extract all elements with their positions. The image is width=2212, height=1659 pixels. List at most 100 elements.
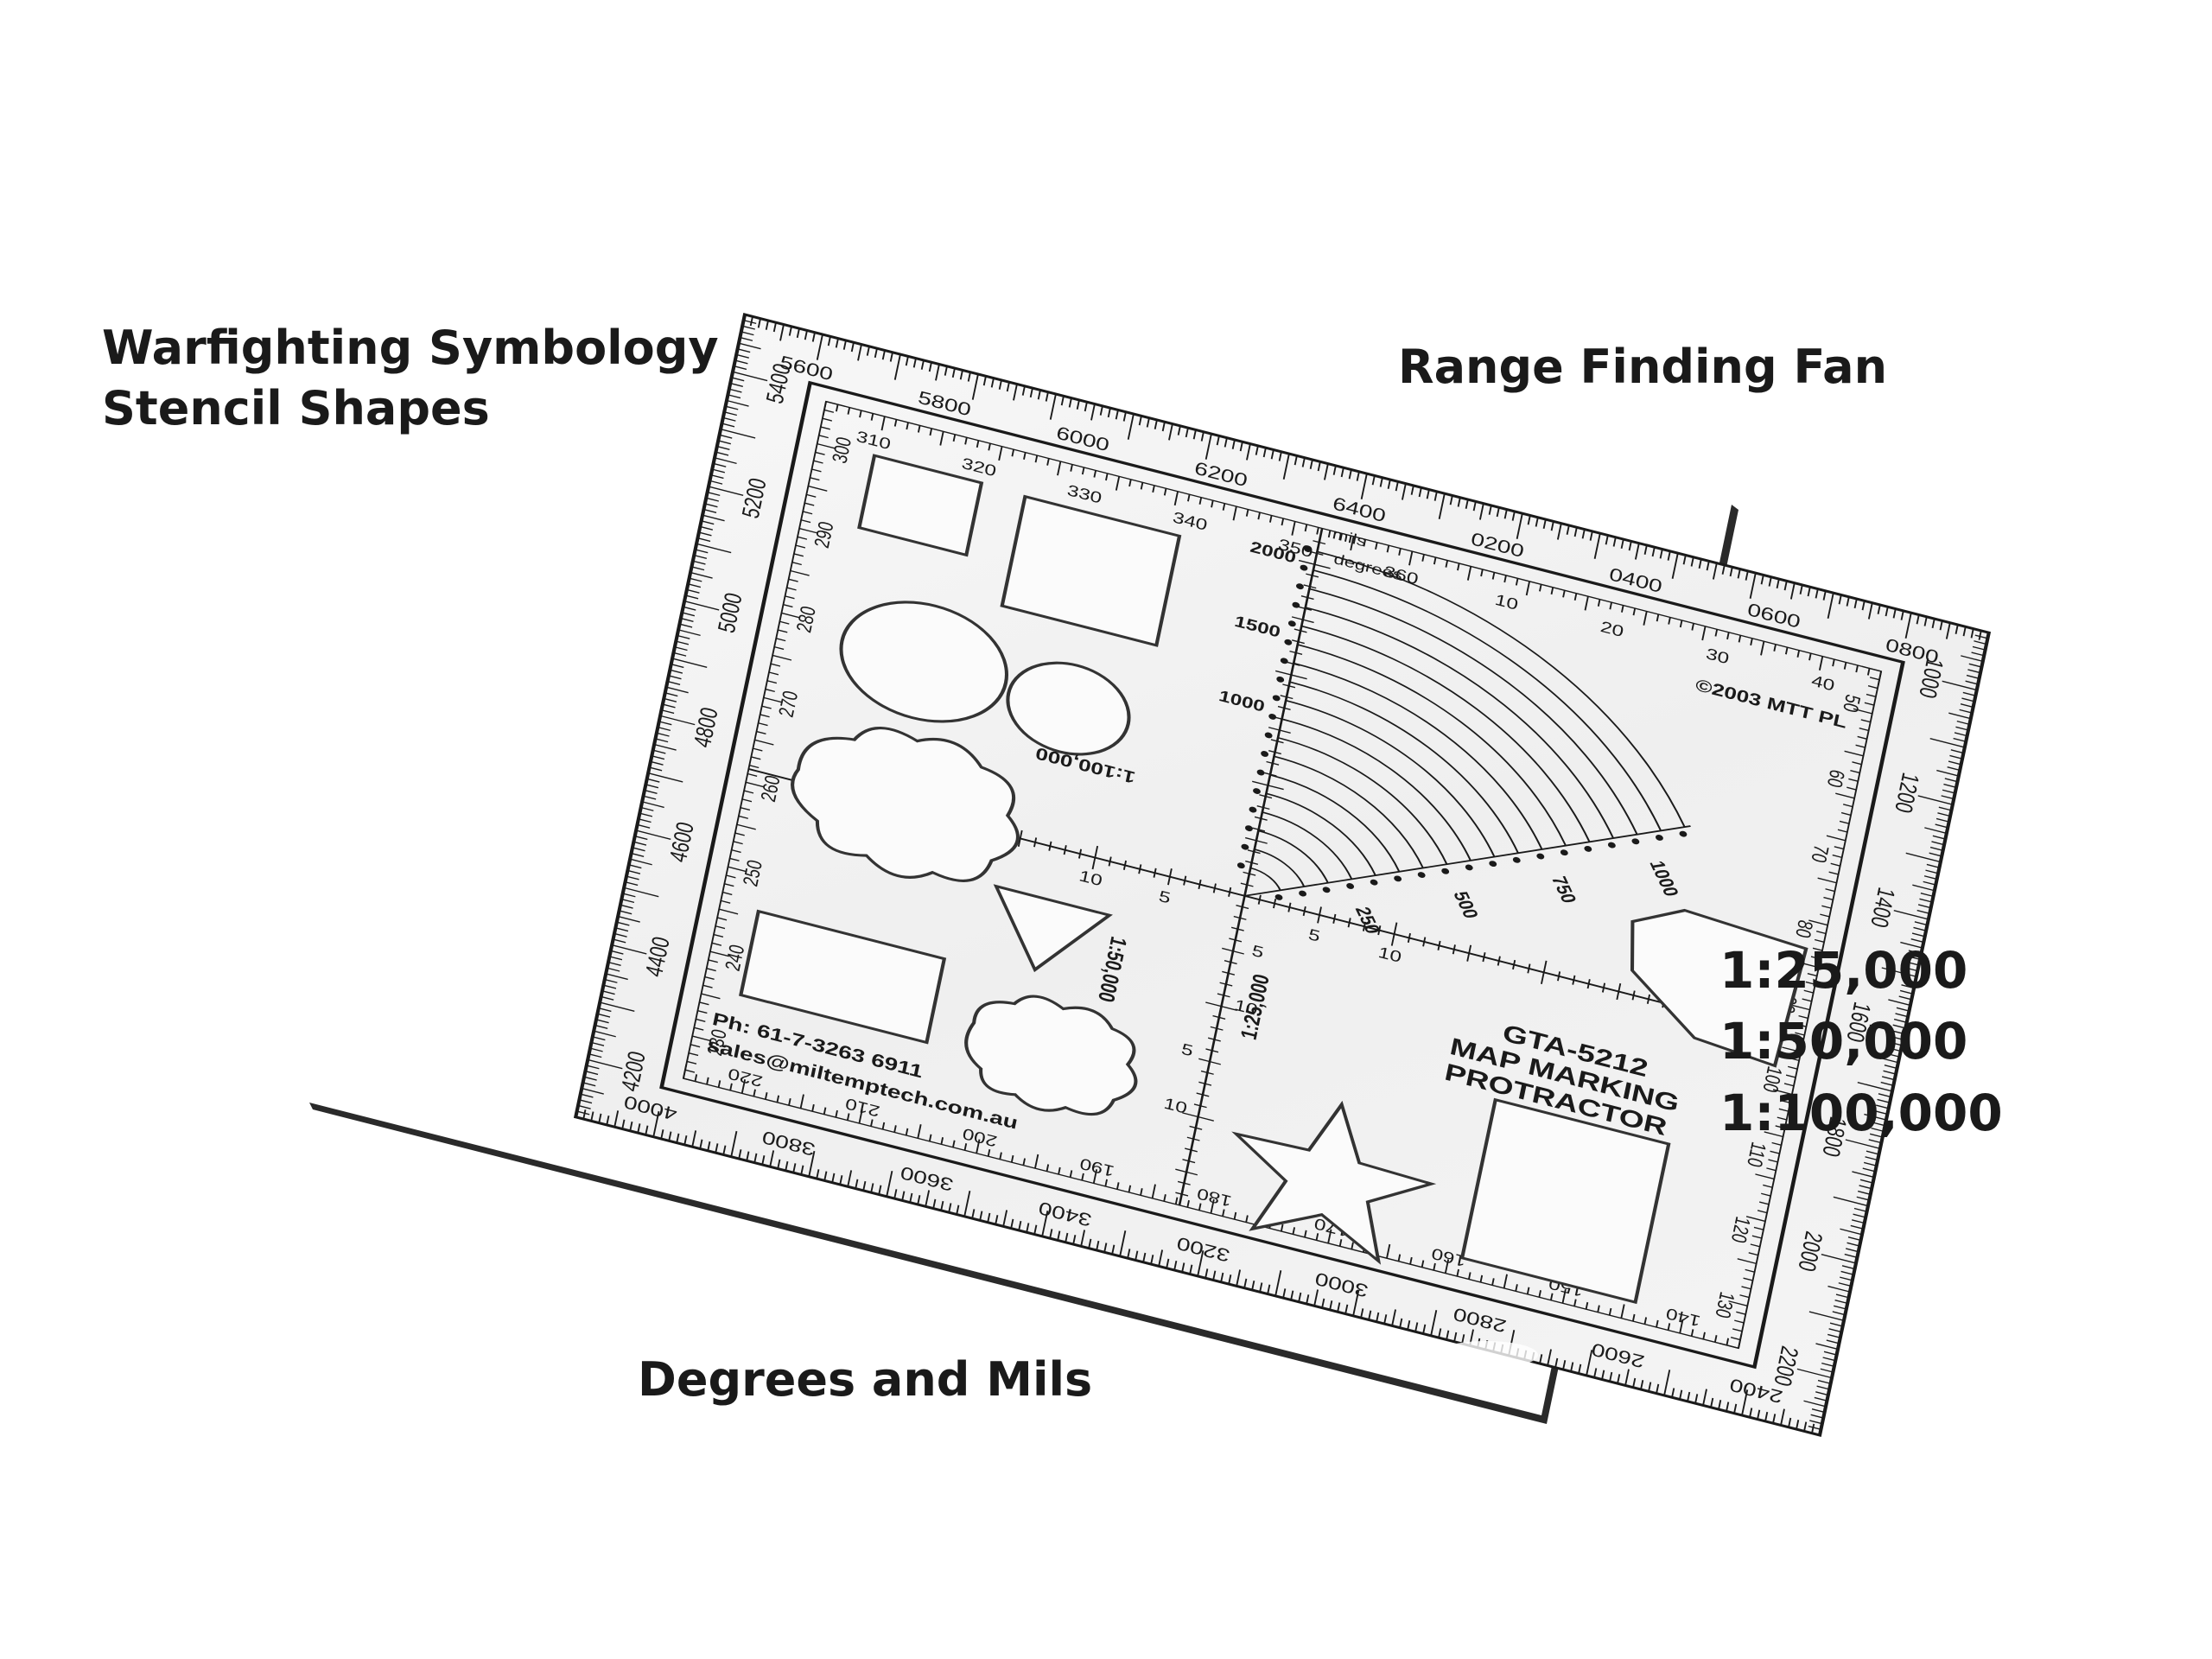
tick (631, 852, 645, 857)
tick (842, 340, 847, 350)
tick (639, 812, 653, 817)
tick (1847, 786, 1857, 791)
tick (1198, 879, 1202, 890)
tick (1869, 1024, 1905, 1035)
tick (1780, 1408, 1785, 1426)
tick (1049, 1229, 1053, 1239)
fan-dot (1284, 639, 1293, 645)
tick (1718, 1400, 1722, 1410)
tick (722, 891, 733, 896)
tick (595, 1019, 609, 1024)
tick (1840, 1270, 1854, 1275)
tick (1046, 458, 1050, 466)
tick (1827, 592, 1834, 620)
tick (1540, 960, 1548, 985)
tick (1962, 691, 1976, 696)
tick (1631, 1313, 1636, 1322)
tick (650, 760, 664, 766)
tick (1702, 1389, 1707, 1406)
tick (1860, 719, 1871, 723)
tick (797, 536, 808, 540)
callout-range-fan: Range Finding Fan (1398, 340, 1888, 394)
tick (1181, 1262, 1185, 1273)
fan-arc (1285, 699, 1496, 857)
tick (971, 373, 979, 400)
tick (761, 705, 772, 709)
fan-dot (1276, 676, 1285, 683)
tick (925, 1190, 931, 1207)
tick (1679, 1389, 1683, 1400)
tick (1932, 835, 1946, 840)
tick (588, 1053, 602, 1058)
callout-scale-50k: 1:50,000 (1719, 1012, 1968, 1071)
stencil-cloud-small (964, 995, 1138, 1116)
stencil-rect-medium (739, 909, 947, 1045)
tick (1807, 587, 1811, 597)
tick (816, 1169, 820, 1179)
fan-dot (1679, 830, 1688, 837)
tick (1628, 541, 1632, 551)
tick (707, 1141, 711, 1152)
tick (1292, 1227, 1296, 1235)
tick (1216, 435, 1220, 446)
tick (1749, 1408, 1753, 1418)
tick (855, 1179, 859, 1189)
tick (1438, 1328, 1442, 1338)
tick (1099, 405, 1103, 416)
tick (1749, 572, 1757, 600)
tick (1182, 1159, 1196, 1164)
tick (1763, 1184, 1773, 1188)
tick (1556, 523, 1562, 540)
tick (1821, 1254, 1857, 1264)
tick (601, 990, 615, 995)
tick (1321, 1298, 1325, 1308)
tick (1798, 1014, 1808, 1020)
tick (1822, 590, 1827, 601)
tick (1667, 1323, 1671, 1331)
fan-dot (1512, 856, 1521, 863)
tick (1771, 1141, 1782, 1146)
tick (1338, 1239, 1343, 1247)
tick (1790, 1004, 1810, 1011)
tick (707, 491, 721, 497)
tick (976, 440, 980, 448)
tick (1527, 963, 1531, 974)
tick (881, 1122, 886, 1130)
tick (1198, 497, 1203, 505)
tick (825, 400, 846, 407)
tick (660, 1129, 664, 1140)
tick (683, 1064, 688, 1079)
fan-dot (1441, 868, 1450, 874)
tick (1313, 1289, 1319, 1306)
tick (1837, 829, 1848, 833)
tick (714, 457, 737, 465)
tick (1033, 837, 1038, 848)
tick (1815, 588, 1819, 599)
tick (764, 1092, 768, 1100)
tick (1953, 737, 1967, 742)
tick (1401, 483, 1407, 500)
tick (1200, 431, 1205, 442)
tick (1815, 1343, 1839, 1351)
tick (590, 1111, 594, 1122)
tick (1140, 482, 1144, 490)
tick (1046, 1164, 1050, 1172)
tick (874, 347, 878, 359)
tick (1077, 849, 1083, 859)
tick (699, 1139, 703, 1149)
tick (683, 601, 720, 611)
tick (1944, 778, 1958, 783)
tick (1542, 518, 1547, 530)
tick (1198, 1058, 1221, 1065)
tick (998, 446, 1003, 461)
tick (1832, 658, 1835, 667)
tick (622, 893, 636, 898)
tick (1023, 452, 1027, 460)
tick (1212, 883, 1217, 893)
tick (1784, 1426, 1821, 1436)
tick (1151, 1184, 1156, 1199)
tick (1135, 1250, 1139, 1261)
tick (1772, 1089, 1793, 1096)
tick (1847, 1242, 1860, 1247)
